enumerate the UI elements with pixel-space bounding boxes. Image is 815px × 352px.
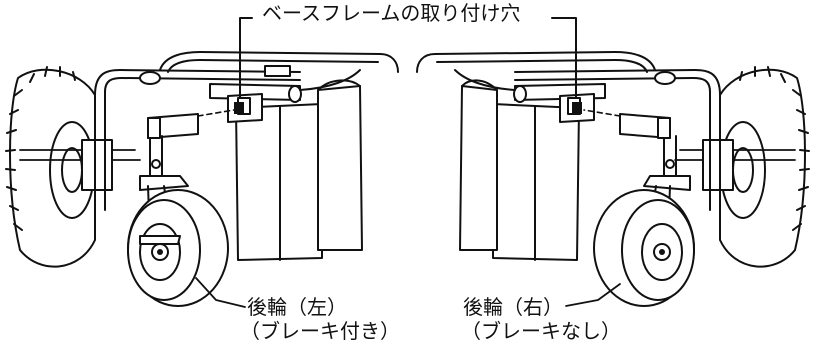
right-frame-rails xyxy=(416,51,721,211)
left-rear-wheel xyxy=(127,185,229,307)
leader-rear-wheel-left xyxy=(195,277,246,308)
left-drive-tire xyxy=(5,66,141,268)
rear-wheel-left-note: （ブレーキ付き） xyxy=(240,319,400,343)
leader-frame-hole-right xyxy=(551,17,577,99)
leader-rear-wheel-right xyxy=(565,283,621,307)
rear-wheel-right-note: （ブレーキなし） xyxy=(461,319,621,343)
rear-wheel-left-label: 後輪（左） xyxy=(247,295,347,319)
left-caster-mount xyxy=(139,109,235,191)
frame-hole-label: ベースフレームの取り付け穴 xyxy=(258,2,525,24)
left-assembly xyxy=(5,17,399,308)
right-drive-tire xyxy=(674,66,810,268)
right-assembly xyxy=(416,17,810,307)
right-caster-mount xyxy=(583,109,691,191)
left-frame-rails xyxy=(94,51,399,211)
right-rear-wheel xyxy=(593,185,695,307)
rear-wheel-right-label: 後輪（右） xyxy=(463,295,563,319)
left-battery xyxy=(235,79,363,261)
right-frame-hole-bracket xyxy=(559,93,595,123)
leader-frame-hole-left xyxy=(239,17,253,99)
right-battery xyxy=(459,79,580,261)
left-frame-hole-bracket xyxy=(227,93,263,123)
